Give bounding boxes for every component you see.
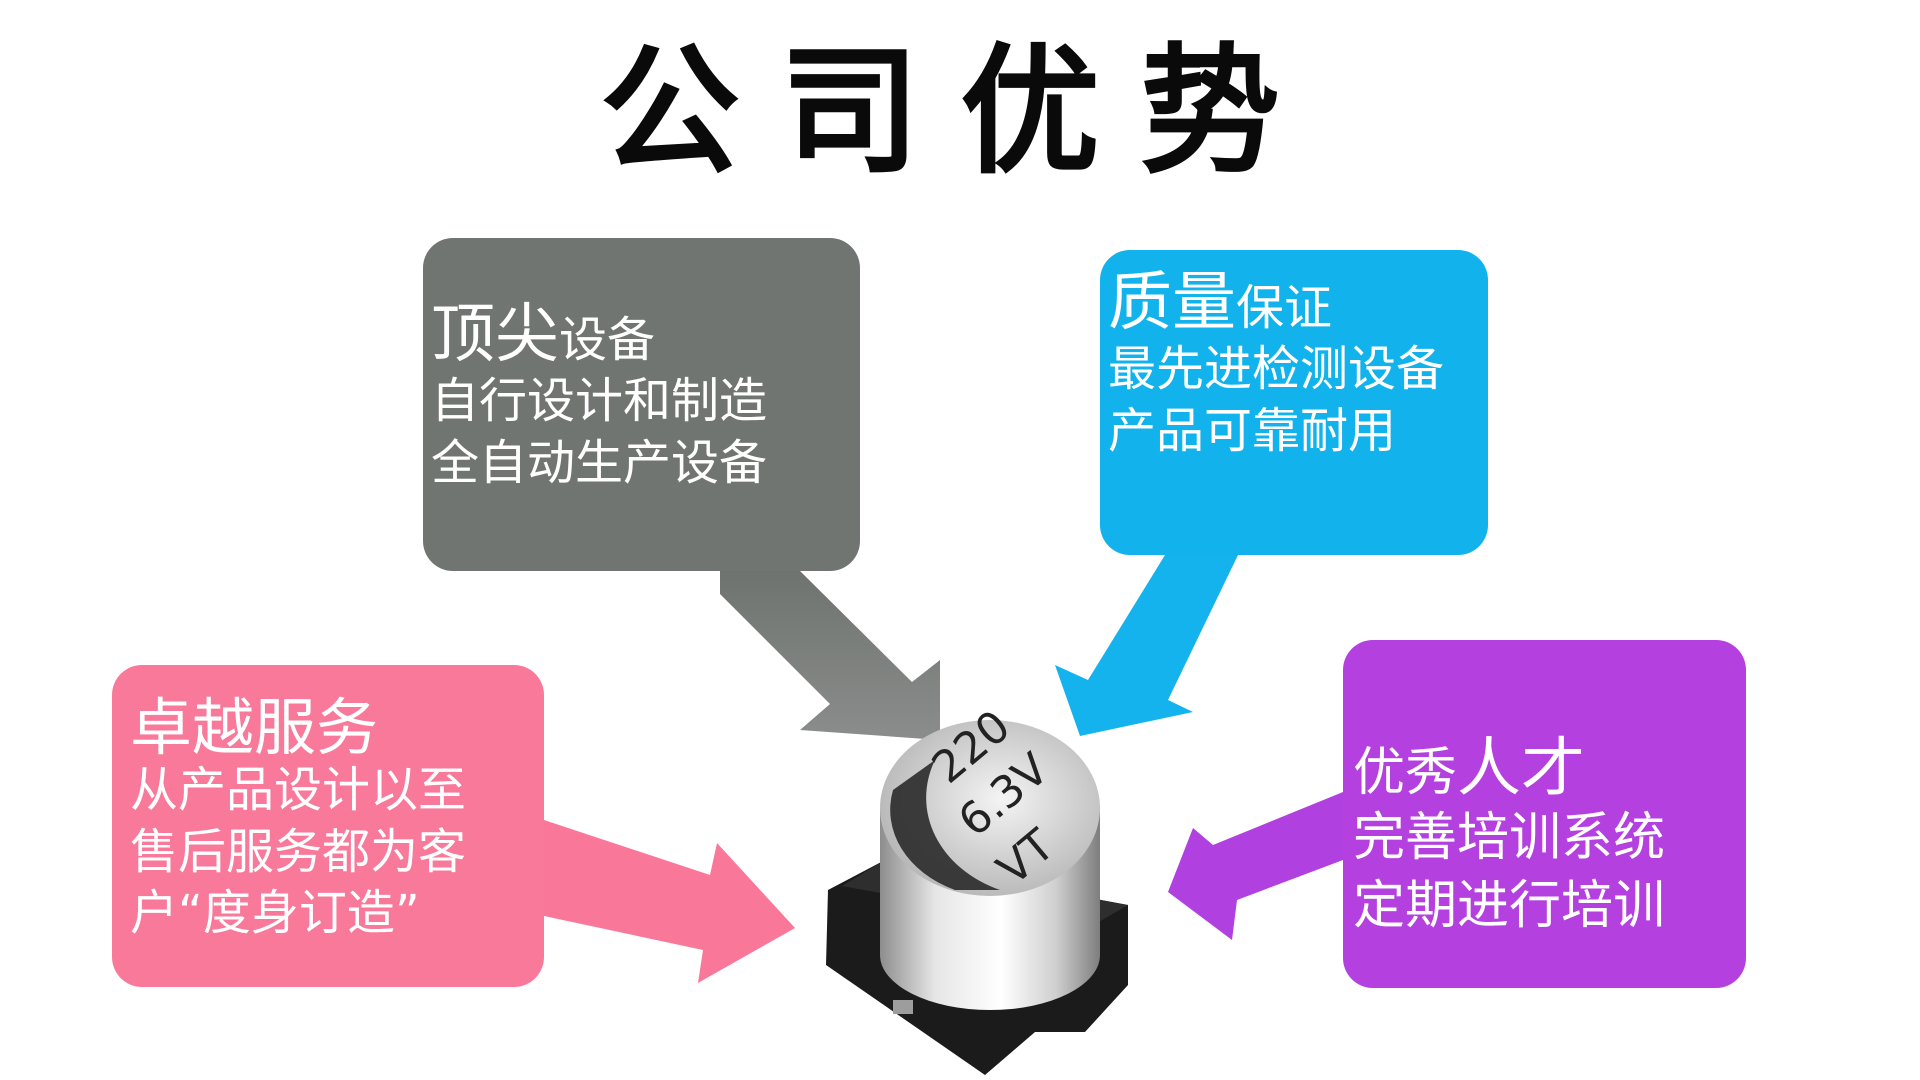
box-top-equipment: 顶尖设备 自行设计和制造 全自动生产设备 <box>423 238 860 571</box>
box-talent: 优秀人才 完善培训系统 定期进行培训 <box>1343 640 1746 988</box>
heading-suffix: 保证 <box>1236 280 1333 336</box>
box-quality-assurance: 质量保证 最先进检测设备 产品可靠耐用 <box>1100 250 1488 555</box>
heading-emphasis: 顶尖 <box>431 298 559 372</box>
capacitor-image: 220 6.3V VT <box>826 701 1128 1075</box>
box-line: 全自动生产设备 <box>431 435 768 492</box>
purple-arrow <box>1168 792 1343 940</box>
box-line: 从产品设计以至 <box>130 762 467 819</box>
heading-emphasis: 人才 <box>1457 732 1586 806</box>
box-excellent-service: 卓越服务 从产品设计以至 售后服务都为客 户“度身订造” <box>112 665 544 987</box>
box-line: 最先进检测设备 <box>1108 341 1445 397</box>
box-heading: 顶尖设备 <box>431 300 860 370</box>
box-heading: 卓越服务 <box>130 691 379 764</box>
box-line: 完善培训系统 <box>1353 808 1666 868</box>
heading-suffix: 设备 <box>559 312 656 368</box>
box-heading: 质量保证 <box>1108 268 1488 338</box>
blue-arrow <box>1055 555 1238 736</box>
page-title: 公司优势 <box>599 30 1320 194</box>
heading-emphasis: 质量 <box>1108 266 1236 340</box>
box-line: 定期进行培训 <box>1353 875 1666 936</box>
heading-prefix: 优秀 <box>1353 743 1458 803</box>
box-line: 产品可靠耐用 <box>1108 403 1397 460</box>
gray-arrow <box>720 571 940 740</box>
pink-arrow <box>544 820 795 983</box>
box-heading: 优秀人才 <box>1353 730 1746 805</box>
box-line: 自行设计和制造 <box>431 373 768 429</box>
box-line: 户“度身订造” <box>130 884 420 941</box>
box-line: 售后服务都为客 <box>130 823 467 880</box>
